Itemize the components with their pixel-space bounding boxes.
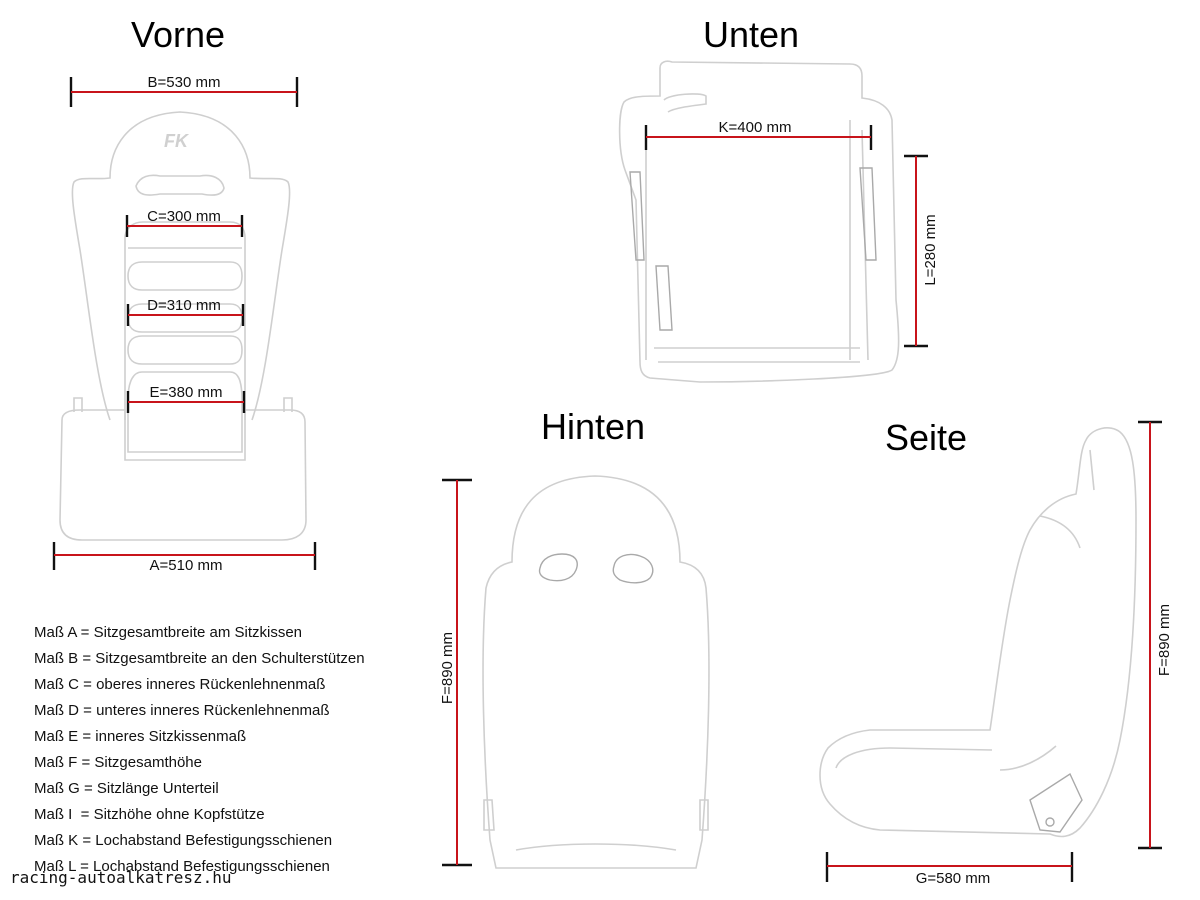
legend-item-g: Maß G = Sitzlänge Unterteil [34,780,219,797]
dimension-a-label: A=510 mm [150,557,223,574]
dimension-k-label: K=400 mm [719,119,792,136]
dimension-g-label: G=580 mm [916,870,991,887]
legend-item-e: Maß E = inneres Sitzkissenmaß [34,728,247,745]
dimension-e: E=380 mm [126,384,246,413]
brand-logo: FK [164,131,190,151]
dimension-f-side: F=890 mm [1138,420,1173,850]
dimension-b-label: B=530 mm [148,74,221,91]
legend-item-f: Maß F = Sitzgesamthöhe [34,754,202,771]
bottom-seat-drawing [618,60,900,383]
legend-item-a: Maß A = Sitzgesamtbreite am Sitzkissen [34,624,303,641]
legend-item-l: Maß L = Lochabstand Befestigungsschienen [34,858,330,875]
legend-item-c: Maß C = oberes inneres Rückenlehnenmaß [34,676,326,693]
dimension-c: C=300 mm [125,208,244,237]
dimension-e-label: E=380 mm [150,384,223,401]
front-seat-drawing: FK [59,111,307,541]
dimension-l-label: L=280 mm [922,214,939,285]
dimension-f-back-label: F=890 mm [439,632,456,704]
dimension-c-label: C=300 mm [147,208,221,225]
title-bottom: Unten [703,14,800,55]
back-seat-drawing [482,475,710,869]
dimension-a: A=510 mm [52,542,317,574]
title-side: Seite [885,417,968,458]
dimension-d: D=310 mm [126,297,245,326]
dimension-d-label: D=310 mm [147,297,221,314]
side-seat-drawing [819,427,1137,838]
dimension-g: G=580 mm [825,852,1074,887]
legend-item-d: Maß D = unteres inneres Rückenlehnenmaß [34,702,330,719]
dimension-f-back: F=890 mm [439,478,472,867]
dimension-l: L=280 mm [904,154,939,348]
site-footer-text: racing-autoalkatresz.hu [10,868,232,887]
dimension-k: K=400 mm [644,119,873,150]
legend-item-b: Maß B = Sitzgesamtbreite an den Schulter… [34,650,365,667]
title-front: Vorne [131,14,226,55]
dimension-legend: Maß A = Sitzgesamtbreite am Sitzkissen M… [34,620,365,880]
legend-item-i: Maß I = Sitzhöhe ohne Kopfstütze [34,806,265,823]
title-back: Hinten [541,406,646,447]
dimension-f-side-label: F=890 mm [1156,604,1173,676]
dimension-b: B=530 mm [69,74,299,107]
legend-item-k: Maß K = Lochabstand Befestigungsschienen [34,832,333,849]
